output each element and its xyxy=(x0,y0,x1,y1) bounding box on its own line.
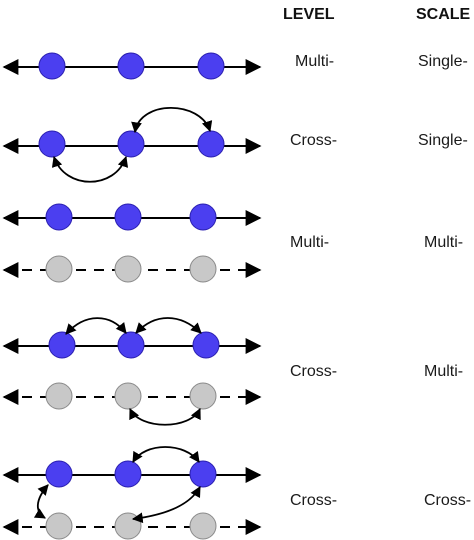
node-active xyxy=(117,52,145,80)
row-3-level: Multi- xyxy=(290,234,329,251)
node-inactive xyxy=(189,382,217,410)
header-level: LEVEL xyxy=(283,6,335,23)
node-active xyxy=(189,203,217,231)
node-inactive xyxy=(45,512,73,540)
node-active xyxy=(117,130,145,158)
cross-level-arrow xyxy=(131,106,213,134)
row-5-diagram xyxy=(2,446,262,540)
row-2-level: Cross- xyxy=(290,132,337,149)
row-3-scale: Multi- xyxy=(424,234,463,251)
header-scale: SCALE xyxy=(416,6,471,23)
cross-level-arrow xyxy=(51,155,129,183)
row-4-level: Cross- xyxy=(290,363,337,380)
node-active xyxy=(117,331,145,359)
node-active xyxy=(114,203,142,231)
node-active xyxy=(38,52,66,80)
node-active xyxy=(192,331,220,359)
node-inactive xyxy=(114,382,142,410)
row-2-diagram xyxy=(2,106,262,183)
row-3-diagram xyxy=(2,203,262,283)
cross-level-arrow xyxy=(129,408,201,426)
row-5-level: Cross- xyxy=(290,492,337,509)
row-5-scale: Cross- xyxy=(424,492,471,509)
cross-level-arrow xyxy=(132,446,200,463)
cross-level-arrow xyxy=(65,317,127,335)
cross-level-arrow xyxy=(131,486,201,524)
node-inactive xyxy=(45,382,73,410)
cross-level-arrow xyxy=(33,484,49,519)
row-4-scale: Multi- xyxy=(424,363,463,380)
node-inactive xyxy=(114,512,142,540)
node-inactive xyxy=(45,255,73,283)
row-1-scale: Single- xyxy=(418,53,468,70)
node-active xyxy=(197,130,225,158)
node-active xyxy=(48,331,76,359)
node-inactive xyxy=(189,255,217,283)
row-2-scale: Single- xyxy=(418,132,468,149)
row-4-diagram xyxy=(2,317,262,426)
node-active xyxy=(189,460,217,488)
node-inactive xyxy=(114,255,142,283)
node-active xyxy=(114,460,142,488)
cross-level-arrow xyxy=(135,317,202,334)
node-active xyxy=(197,52,225,80)
node-active xyxy=(45,460,73,488)
row-1-diagram xyxy=(2,52,262,80)
node-active xyxy=(45,203,73,231)
node-active xyxy=(38,130,66,158)
node-inactive xyxy=(189,512,217,540)
row-1-level: Multi- xyxy=(295,53,334,70)
